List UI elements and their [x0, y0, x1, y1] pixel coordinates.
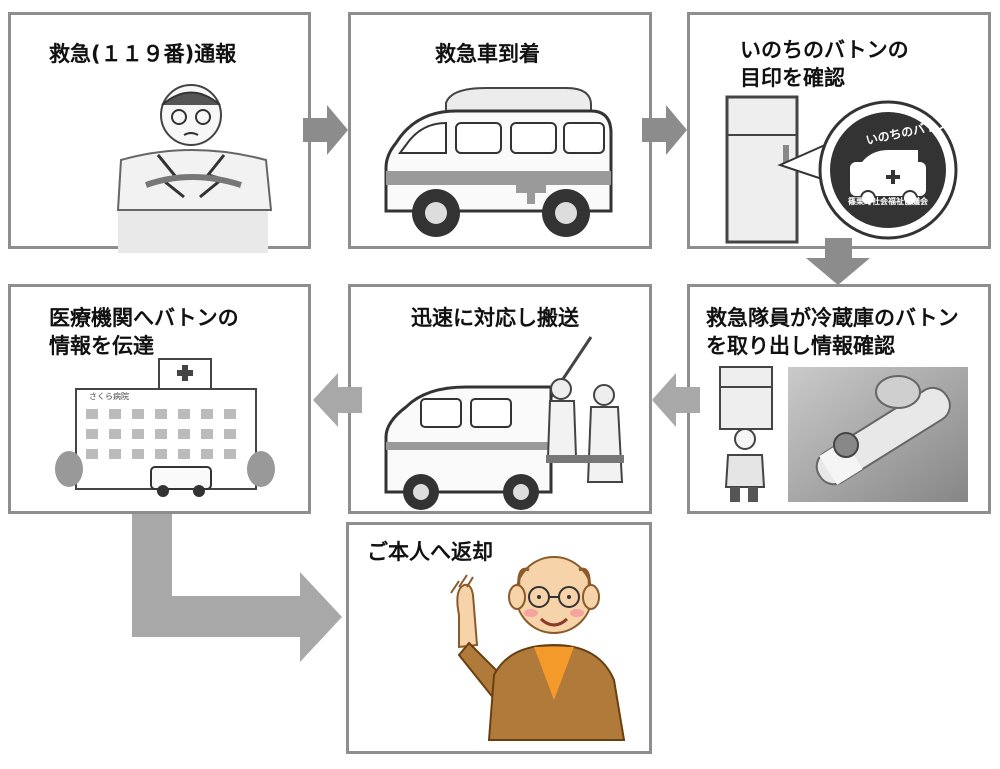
step-3-check-mark-panel: いのちのバトンの 目印を確認 いのちのバトン 篠栗町社会福祉協議会: [687, 12, 991, 249]
arrow-step2-to-step3: [642, 105, 687, 155]
step-6-title: 医療機関へバトンの 情報を伝達: [49, 304, 239, 360]
step-3-title-line-2: 目印を確認: [740, 66, 845, 90]
paramedic-figure-icon: [724, 428, 766, 502]
arrow-step1-to-step2: [303, 105, 348, 155]
arrow-step5-to-step6: [313, 373, 362, 427]
step-1-title-line-1: 救急(１１９番)通報: [49, 42, 237, 66]
step-4-retrieve-baton-panel: 救急隊員が冷蔵庫のバトン を取り出し情報確認: [687, 284, 991, 514]
distressed-person-icon: [116, 84, 273, 253]
small-refrigerator-icon: [719, 366, 773, 430]
inochi-baton-sticker-icon: [818, 100, 958, 240]
step-5-title: 迅速に対応し搬送: [411, 304, 579, 332]
elderly-man-waving-icon: [450, 556, 626, 741]
refrigerator-icon: [725, 95, 799, 244]
step-6-title-line-2: 情報を伝達: [49, 334, 154, 358]
step-3-title-line-1: いのちのバトンの: [740, 38, 909, 62]
ambulance-icon: [384, 87, 613, 237]
hospital-sign: さくら病院: [89, 392, 129, 401]
step-3-title: いのちのバトンの 目印を確認: [740, 36, 909, 92]
step-6-hospital-panel: 医療機関へバトンの 情報を伝達 さくら病院: [8, 284, 311, 514]
step-4-title-line-2: を取り出し情報確認: [706, 334, 895, 358]
ambulance-loading-scene-icon: [384, 336, 624, 510]
step-7-title: ご本人へ返却: [367, 538, 493, 566]
step-2-title-line-1: 救急車到着: [435, 42, 540, 66]
step-6-title-line-1: 医療機関へバトンの: [49, 306, 239, 330]
baton-tube-photo: [788, 367, 968, 502]
step-5-transport-panel: 迅速に対応し搬送: [348, 284, 652, 514]
step-1-title: 救急(１１９番)通報: [49, 40, 236, 68]
arrow-step4-to-step5: [652, 373, 700, 427]
step-1-emergency-call-panel: 救急(１１９番)通報: [8, 12, 311, 253]
hospital-building-icon: [55, 358, 275, 497]
step-7-title-line-1: ご本人へ返却: [367, 540, 493, 564]
step-4-title: 救急隊員が冷蔵庫のバトン を取り出し情報確認: [706, 304, 959, 360]
arrow-step6-to-step7: [132, 514, 342, 662]
sticker-bottom-text: 篠栗町社会福祉協議会: [848, 197, 928, 206]
step-4-title-line-1: 救急隊員が冷蔵庫のバトン: [706, 306, 959, 330]
step-7-return-panel: ご本人へ返却: [346, 522, 652, 754]
arrow-step3-to-step4: [806, 238, 870, 285]
step-2-title: 救急車到着: [435, 40, 540, 68]
step-5-title-line-1: 迅速に対応し搬送: [411, 306, 579, 330]
